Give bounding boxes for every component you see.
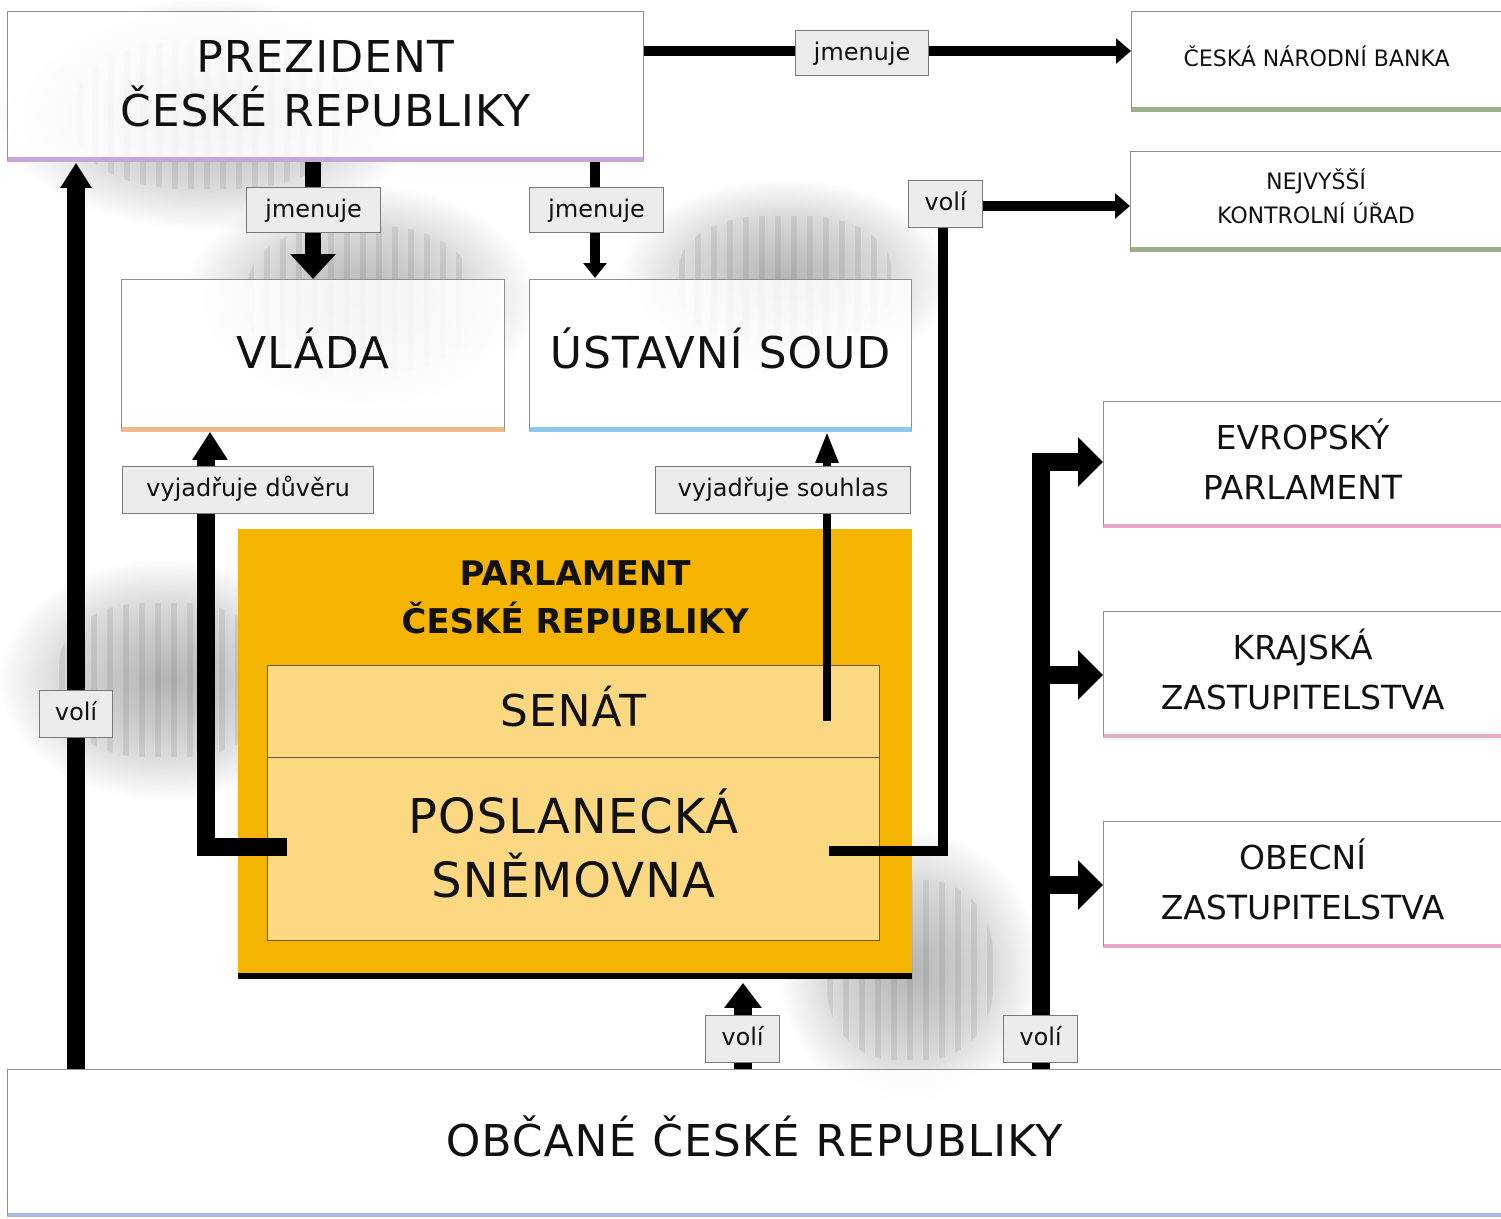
label-consent: vyjadřuje souhlas [655,466,911,514]
president-label: PREZIDENT ČESKÉ REPUBLIKY [119,31,532,137]
arrow-to-ep [1078,437,1103,487]
label-appoints-government: jmenuje [246,187,381,233]
chamber-of-deputies-label: POSLANECKÁ SNĚMOVNA [407,789,740,909]
arrow-to-cnb [1116,38,1131,64]
citizens-label: OBČANÉ ČESKÉ REPUBLIKY [445,1115,1064,1167]
chamber-of-deputies-box: POSLANECKÁ SNĚMOVNA [267,757,880,941]
label-elects-councils: volí [1003,1015,1078,1063]
line-chamber-nku-c [938,201,1115,211]
line-confidence-b [197,458,215,856]
european-parliament-label: EVROPSKÝ PARLAMENT [1202,418,1403,507]
nku-box: NEJVYŠŠÍ KONTROLNÍ ÚŘAD [1130,151,1501,252]
label-confidence: vyjadřuje důvěru [122,466,374,514]
cnb-box: ČESKÁ NÁRODNÍ BANKA [1131,11,1501,112]
label-elects-president: volí [39,690,113,738]
line-confidence-a [197,838,287,856]
european-parliament-box: EVROPSKÝ PARLAMENT [1103,401,1501,528]
president-box: PREZIDENT ČESKÉ REPUBLIKY [7,11,644,162]
government-box: VLÁDA [121,279,505,432]
senate-label: SENÁT [499,686,648,737]
arrow-confidence [192,432,228,460]
label-elects-parliament: volí [705,1015,780,1063]
parliament-title: PARLAMENT ČESKÉ REPUBLIKY [401,554,749,642]
arrow-to-president [60,163,92,188]
court-label: ÚSTAVNÍ SOUD [549,327,892,379]
arrow-to-nku [1115,193,1130,219]
line-chamber-nku-b [938,205,948,856]
arrow-to-court [583,263,607,278]
line-chamber-nku-a [829,846,948,856]
line-to-ep [1032,453,1080,471]
line-citizens-councils [1032,453,1050,1069]
cnb-label: ČESKÁ NÁRODNÍ BANKA [1183,46,1450,72]
arrow-to-regional [1078,650,1103,700]
regional-councils-box: KRAJSKÁ ZASTUPITELSTVA [1103,611,1501,738]
line-consent [823,460,831,721]
court-box: ÚSTAVNÍ SOUD [529,279,912,432]
municipal-councils-label: OBECNÍ ZASTUPITELSTVA [1160,838,1445,927]
government-label: VLÁDA [236,327,390,379]
senate-box: SENÁT [267,665,880,759]
line-to-regional [1041,666,1080,684]
label-appoints-court: jmenuje [529,187,664,233]
label-elects-nku: volí [908,180,983,228]
arrow-consent [815,433,839,463]
regional-councils-label: KRAJSKÁ ZASTUPITELSTVA [1160,628,1445,717]
arrow-to-parliament [724,983,762,1008]
line-to-municipal [1041,876,1080,894]
citizens-box: OBČANÉ ČESKÉ REPUBLIKY [7,1069,1501,1217]
arrow-to-government [290,254,336,279]
label-appoints-cnb: jmenuje [795,30,929,76]
arrow-to-municipal [1078,860,1103,910]
municipal-councils-box: OBECNÍ ZASTUPITELSTVA [1103,821,1501,948]
line-citizens-president [67,186,85,1069]
nku-label: NEJVYŠŠÍ KONTROLNÍ ÚŘAD [1217,169,1415,229]
